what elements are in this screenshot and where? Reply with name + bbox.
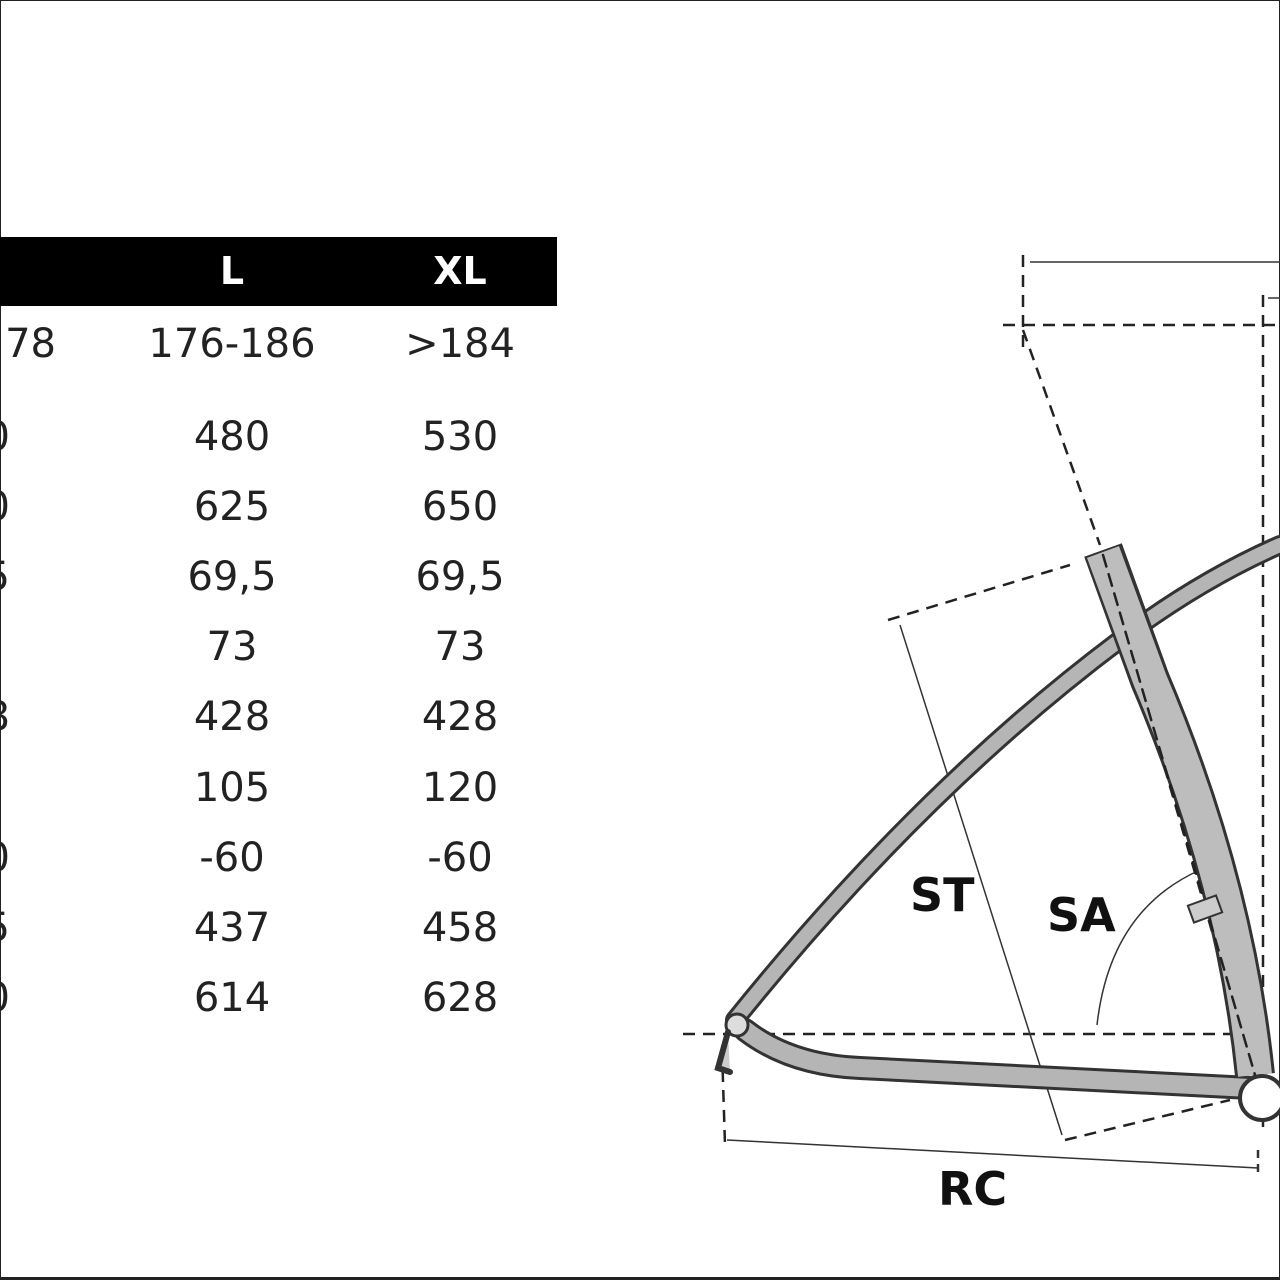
cell-l: 69,5 — [187, 554, 277, 600]
seat-stay — [728, 538, 1280, 1027]
cell-l: 614 — [193, 975, 271, 1021]
label-rc: RC — [938, 1162, 1007, 1216]
seat-axis-dash — [1021, 329, 1102, 546]
cell-xl: -60 — [427, 835, 493, 881]
cell-l: 428 — [193, 694, 271, 740]
partial-cell: 0 — [0, 833, 10, 883]
partial-cell: 78 — [5, 321, 56, 367]
rc-arrow — [726, 1139, 1259, 1169]
bike-frame — [714, 535, 1280, 1122]
cell-l: 176-186 — [148, 321, 316, 367]
sa-angle-arc — [1096, 869, 1201, 1026]
label-st: ST — [910, 868, 975, 922]
st-top-dash — [887, 563, 1071, 622]
cell-xl: >184 — [405, 321, 515, 367]
geometry-table-header: L XL — [0, 237, 557, 306]
st-bottom-dash — [1064, 1098, 1231, 1142]
partial-cell: 0 — [0, 482, 10, 532]
cell-l: 73 — [206, 624, 258, 670]
cell-xl: 120 — [421, 765, 499, 811]
partial-cell: 5 — [0, 552, 10, 602]
cell-xl: 628 — [421, 975, 499, 1021]
cell-xl: 73 — [434, 624, 486, 670]
st-arrow — [899, 624, 1063, 1136]
header-size-l: L — [219, 249, 245, 293]
rc-left-dash — [720, 1049, 727, 1146]
cell-xl: 428 — [421, 694, 499, 740]
bottle-mount — [1186, 894, 1224, 924]
partial-cell: 0 — [0, 973, 10, 1023]
rear-dropout — [724, 1012, 750, 1038]
cell-l: -60 — [199, 835, 265, 881]
cell-xl: 650 — [421, 484, 499, 530]
cell-l: 105 — [193, 765, 271, 811]
dropout-hanger — [714, 1029, 733, 1075]
label-sa: SA — [1047, 888, 1116, 942]
partial-cell: 8 — [0, 692, 10, 742]
cell-l: 625 — [193, 484, 271, 530]
seat-tube — [1087, 546, 1272, 1077]
cell-xl: 69,5 — [415, 554, 505, 600]
cell-l: 437 — [193, 905, 271, 951]
dimension-lines — [683, 255, 1280, 1146]
header-size-xl: XL — [433, 249, 487, 293]
dimension-arrows — [726, 261, 1280, 1175]
partial-cell: 0 — [0, 412, 10, 462]
cell-l: 480 — [193, 414, 271, 460]
partial-cell: 5 — [0, 903, 10, 953]
bottom-bracket — [1238, 1074, 1280, 1122]
cell-xl: 530 — [421, 414, 499, 460]
cell-xl: 458 — [421, 905, 499, 951]
chain-stay — [736, 1021, 1259, 1097]
